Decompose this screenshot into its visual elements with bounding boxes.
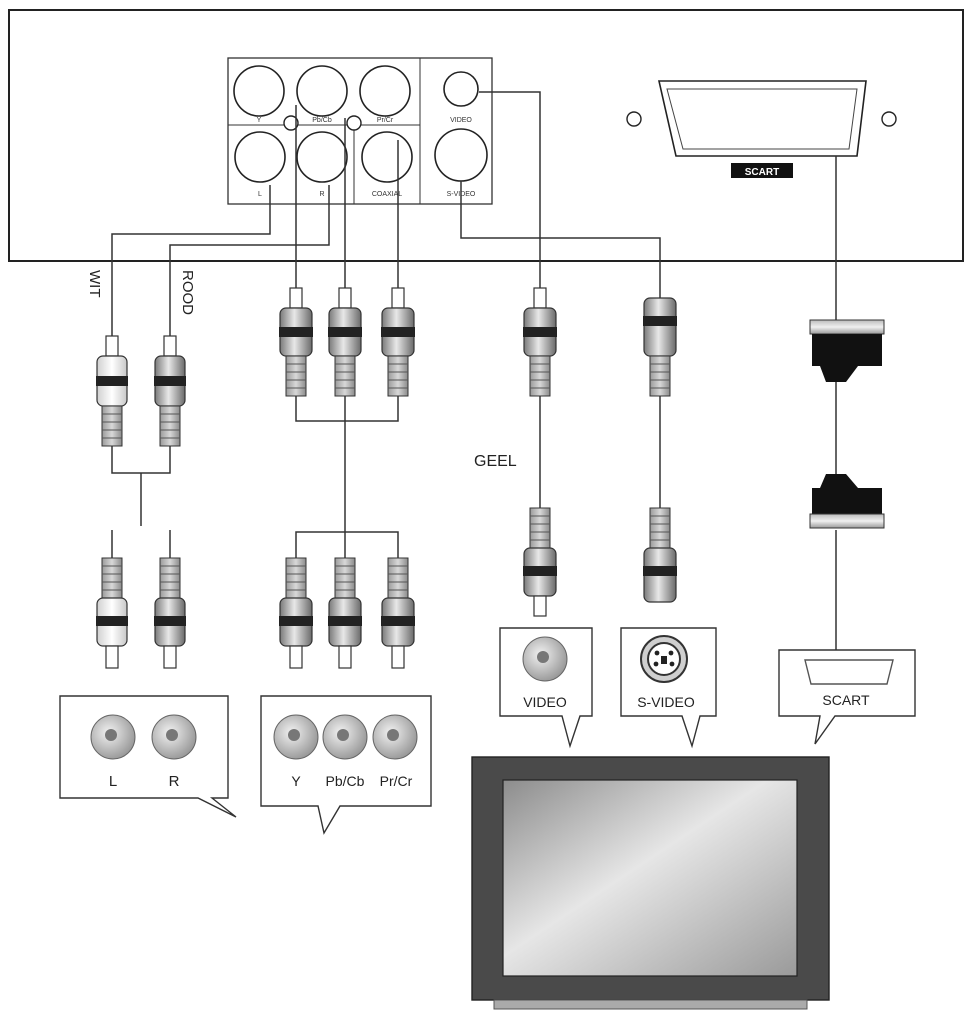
tv-input-comp-pb: Pb/Cb bbox=[326, 773, 365, 789]
label-yellow-cable: GEEL bbox=[474, 453, 517, 470]
panel-jack-pb: Pb/Cb bbox=[296, 65, 348, 124]
svg-text:COAXIAL: COAXIAL bbox=[372, 191, 402, 198]
plug-scart-upper bbox=[809, 319, 885, 382]
television bbox=[471, 756, 830, 1010]
plug-audio-red-upper bbox=[154, 335, 186, 447]
callout-svideo-input: S-VIDEO bbox=[620, 627, 717, 749]
panel-jack-y: Y bbox=[233, 65, 285, 124]
label-white-cable: WIT bbox=[86, 270, 103, 298]
panel-jack-coaxial: COAXIAL bbox=[361, 131, 413, 198]
callout-audio-inputs: L R bbox=[59, 695, 237, 818]
scart-badge: SCART bbox=[745, 167, 779, 178]
callout-video-input: VIDEO bbox=[499, 627, 593, 749]
tv-input-audio-r: R bbox=[169, 773, 180, 790]
tv-input-comp-y: Y bbox=[291, 773, 301, 789]
panel-jack-audio-l: L bbox=[234, 131, 286, 198]
plug-svideo-lower bbox=[643, 507, 677, 603]
panel-jack-video: VIDEO bbox=[443, 71, 479, 124]
plug-component-upper bbox=[279, 287, 415, 397]
tv-input-svideo: S-VIDEO bbox=[637, 694, 695, 710]
tv-input-scart: SCART bbox=[822, 692, 870, 708]
panel-scart-connector: SCART bbox=[626, 80, 897, 178]
cable-lines bbox=[111, 91, 837, 650]
callout-scart-input: SCART bbox=[778, 649, 916, 745]
svg-text:R: R bbox=[319, 191, 324, 198]
panel-screw-left bbox=[283, 115, 299, 131]
svg-text:Pb/Cb: Pb/Cb bbox=[312, 117, 332, 124]
plug-scart-lower bbox=[809, 474, 885, 529]
plug-video-lower bbox=[523, 507, 557, 617]
svg-text:Y: Y bbox=[257, 117, 262, 124]
callout-component-inputs: Y Pb/Cb Pr/Cr bbox=[260, 695, 432, 835]
tv-input-comp-pr: Pr/Cr bbox=[380, 773, 413, 789]
plug-video-upper bbox=[523, 287, 557, 397]
panel-jack-audio-r: R bbox=[296, 131, 348, 198]
plug-svideo-upper bbox=[643, 297, 677, 397]
svg-text:L: L bbox=[258, 191, 262, 198]
tv-input-video: VIDEO bbox=[523, 694, 567, 710]
plug-component-lower bbox=[279, 557, 415, 669]
svg-text:VIDEO: VIDEO bbox=[450, 117, 472, 124]
player-rear-panel: Y Pb/Cb Pr/Cr L R COAXIAL VIDEO bbox=[8, 9, 964, 262]
plug-audio-lower bbox=[96, 557, 186, 669]
plug-audio-white-upper bbox=[96, 335, 128, 447]
label-red-cable: ROOD bbox=[179, 270, 196, 315]
panel-jack-pr: Pr/Cr bbox=[359, 65, 411, 124]
panel-screw-right bbox=[346, 115, 362, 131]
tv-input-audio-l: L bbox=[109, 773, 117, 790]
svg-text:Pr/Cr: Pr/Cr bbox=[377, 117, 394, 124]
